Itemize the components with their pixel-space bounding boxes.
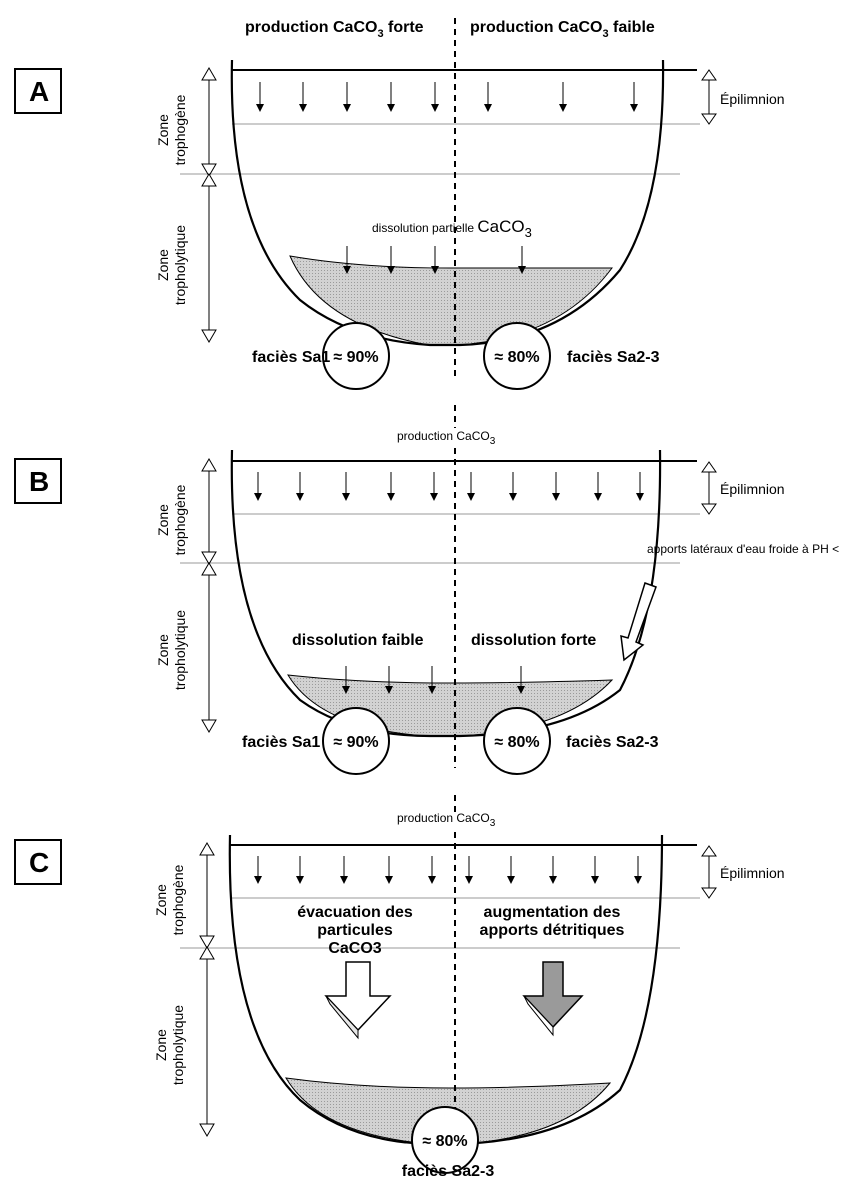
epilimnion-bracket [702, 70, 716, 124]
percent-right: ≈ 80% [494, 349, 539, 366]
zone-tropholytique-label: Zonetropholytique [153, 1005, 186, 1085]
panel-c-letter: C [29, 847, 49, 878]
detrital-block-arrow [524, 962, 582, 1035]
epilimnion-label: Épilimnion [720, 865, 785, 881]
facies-left-label: faciès Sa1 [242, 734, 320, 751]
epilimnion-label: Épilimnion [720, 91, 785, 107]
production-label: production CaCO3 [397, 429, 496, 447]
production-arrows [260, 82, 634, 108]
facies-center-label: faciès Sa2-3 [402, 1163, 495, 1180]
facies-right-label: faciès Sa2-3 [566, 734, 659, 751]
zone-trophogene-label: Zonetrophogène [155, 94, 188, 165]
production-arrows [258, 472, 640, 497]
zone-tropholytique-arrow [202, 563, 216, 732]
dissolution-label: dissolution partielle CaCO3 [372, 217, 532, 240]
production-arrows [258, 856, 638, 880]
zone-tropholytique-label: Zonetropholytique [155, 610, 188, 690]
production-label: production CaCO3 [397, 811, 496, 829]
zone-trophogene-arrow [202, 459, 216, 564]
top-right-title: production CaCO3 faible [470, 19, 655, 40]
epilimnion-bracket [702, 846, 716, 898]
evacuation-block-arrow [326, 962, 390, 1038]
percent-left: ≈ 90% [333, 734, 378, 751]
zone-trophogene-label: Zonetrophogène [153, 864, 186, 935]
panel-b: B production CaCO3 appor [15, 405, 839, 774]
zone-trophogene-arrow [200, 843, 214, 948]
dissolution-left-label: dissolution faible [292, 632, 424, 649]
zone-trophogene-label: Zonetrophogène [155, 484, 188, 555]
panel-b-letter: B [29, 466, 49, 497]
zone-tropholytique-arrow [200, 947, 214, 1136]
top-left-title: production CaCO3 forte [245, 19, 424, 40]
zone-tropholytique-label: Zonetropholytique [155, 225, 188, 305]
epilimnion-label: Épilimnion [720, 481, 785, 497]
dissolution-right-label: dissolution forte [471, 632, 596, 649]
epilimnion-bracket [702, 462, 716, 514]
percent-center: ≈ 80% [422, 1133, 467, 1150]
panel-a-letter: A [29, 76, 49, 107]
facies-left-label: faciès Sa1 [252, 349, 330, 366]
zone-tropholytique-arrow [202, 174, 216, 342]
apports-label: apports latéraux d'eau froide à PH < [647, 542, 839, 556]
facies-right-label: faciès Sa2-3 [567, 349, 660, 366]
zone-trophogene-arrow [202, 68, 216, 176]
percent-left: ≈ 90% [333, 349, 378, 366]
panel-a: A dissolution partielle [15, 18, 785, 389]
lateral-inflow-arrow [621, 583, 656, 660]
percent-right: ≈ 80% [494, 734, 539, 751]
